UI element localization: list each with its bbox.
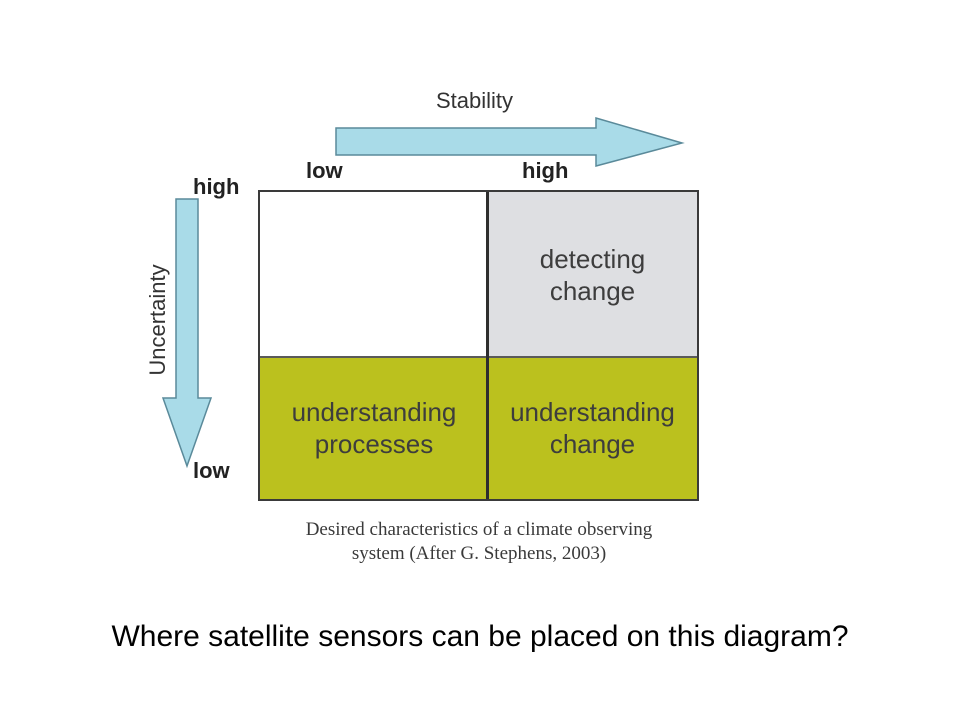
slide-question: Where satellite sensors can be placed on…: [111, 620, 849, 653]
cell-detecting-change: detecting change: [488, 192, 697, 357]
matrix-vertical-divider: [486, 192, 489, 499]
uncertainty-arrow-shape: [161, 198, 213, 469]
cell-understanding-processes: understanding processes: [260, 357, 488, 499]
cell-low-stability-high-uncertainty: [260, 192, 488, 357]
caption-line-2: system (After G. Stephens, 2003): [351, 543, 607, 564]
cell-bottom-left-label: understanding processes: [291, 397, 457, 459]
caption-line-1: Desired characteristics of a climate obs…: [305, 519, 653, 540]
uncertainty-title: Uncertainty: [145, 264, 170, 376]
cell-bottom-right-label: understanding change: [510, 397, 675, 459]
stability-title: Stability: [436, 88, 514, 113]
characteristics-matrix: detecting change understanding processes…: [258, 190, 699, 501]
matrix-horizontal-divider: [260, 356, 697, 358]
diagram-caption: Desired characteristics of a climate obs…: [262, 518, 696, 566]
stability-low-label: low: [306, 158, 343, 183]
cell-top-right-label: detecting change: [539, 243, 646, 306]
cell-understanding-change: understanding change: [488, 357, 697, 499]
stability-arrow-shape: [335, 117, 685, 167]
uncertainty-low-label: low: [193, 458, 230, 483]
stability-high-label: high: [522, 158, 569, 183]
uncertainty-high-label: high: [193, 174, 240, 199]
